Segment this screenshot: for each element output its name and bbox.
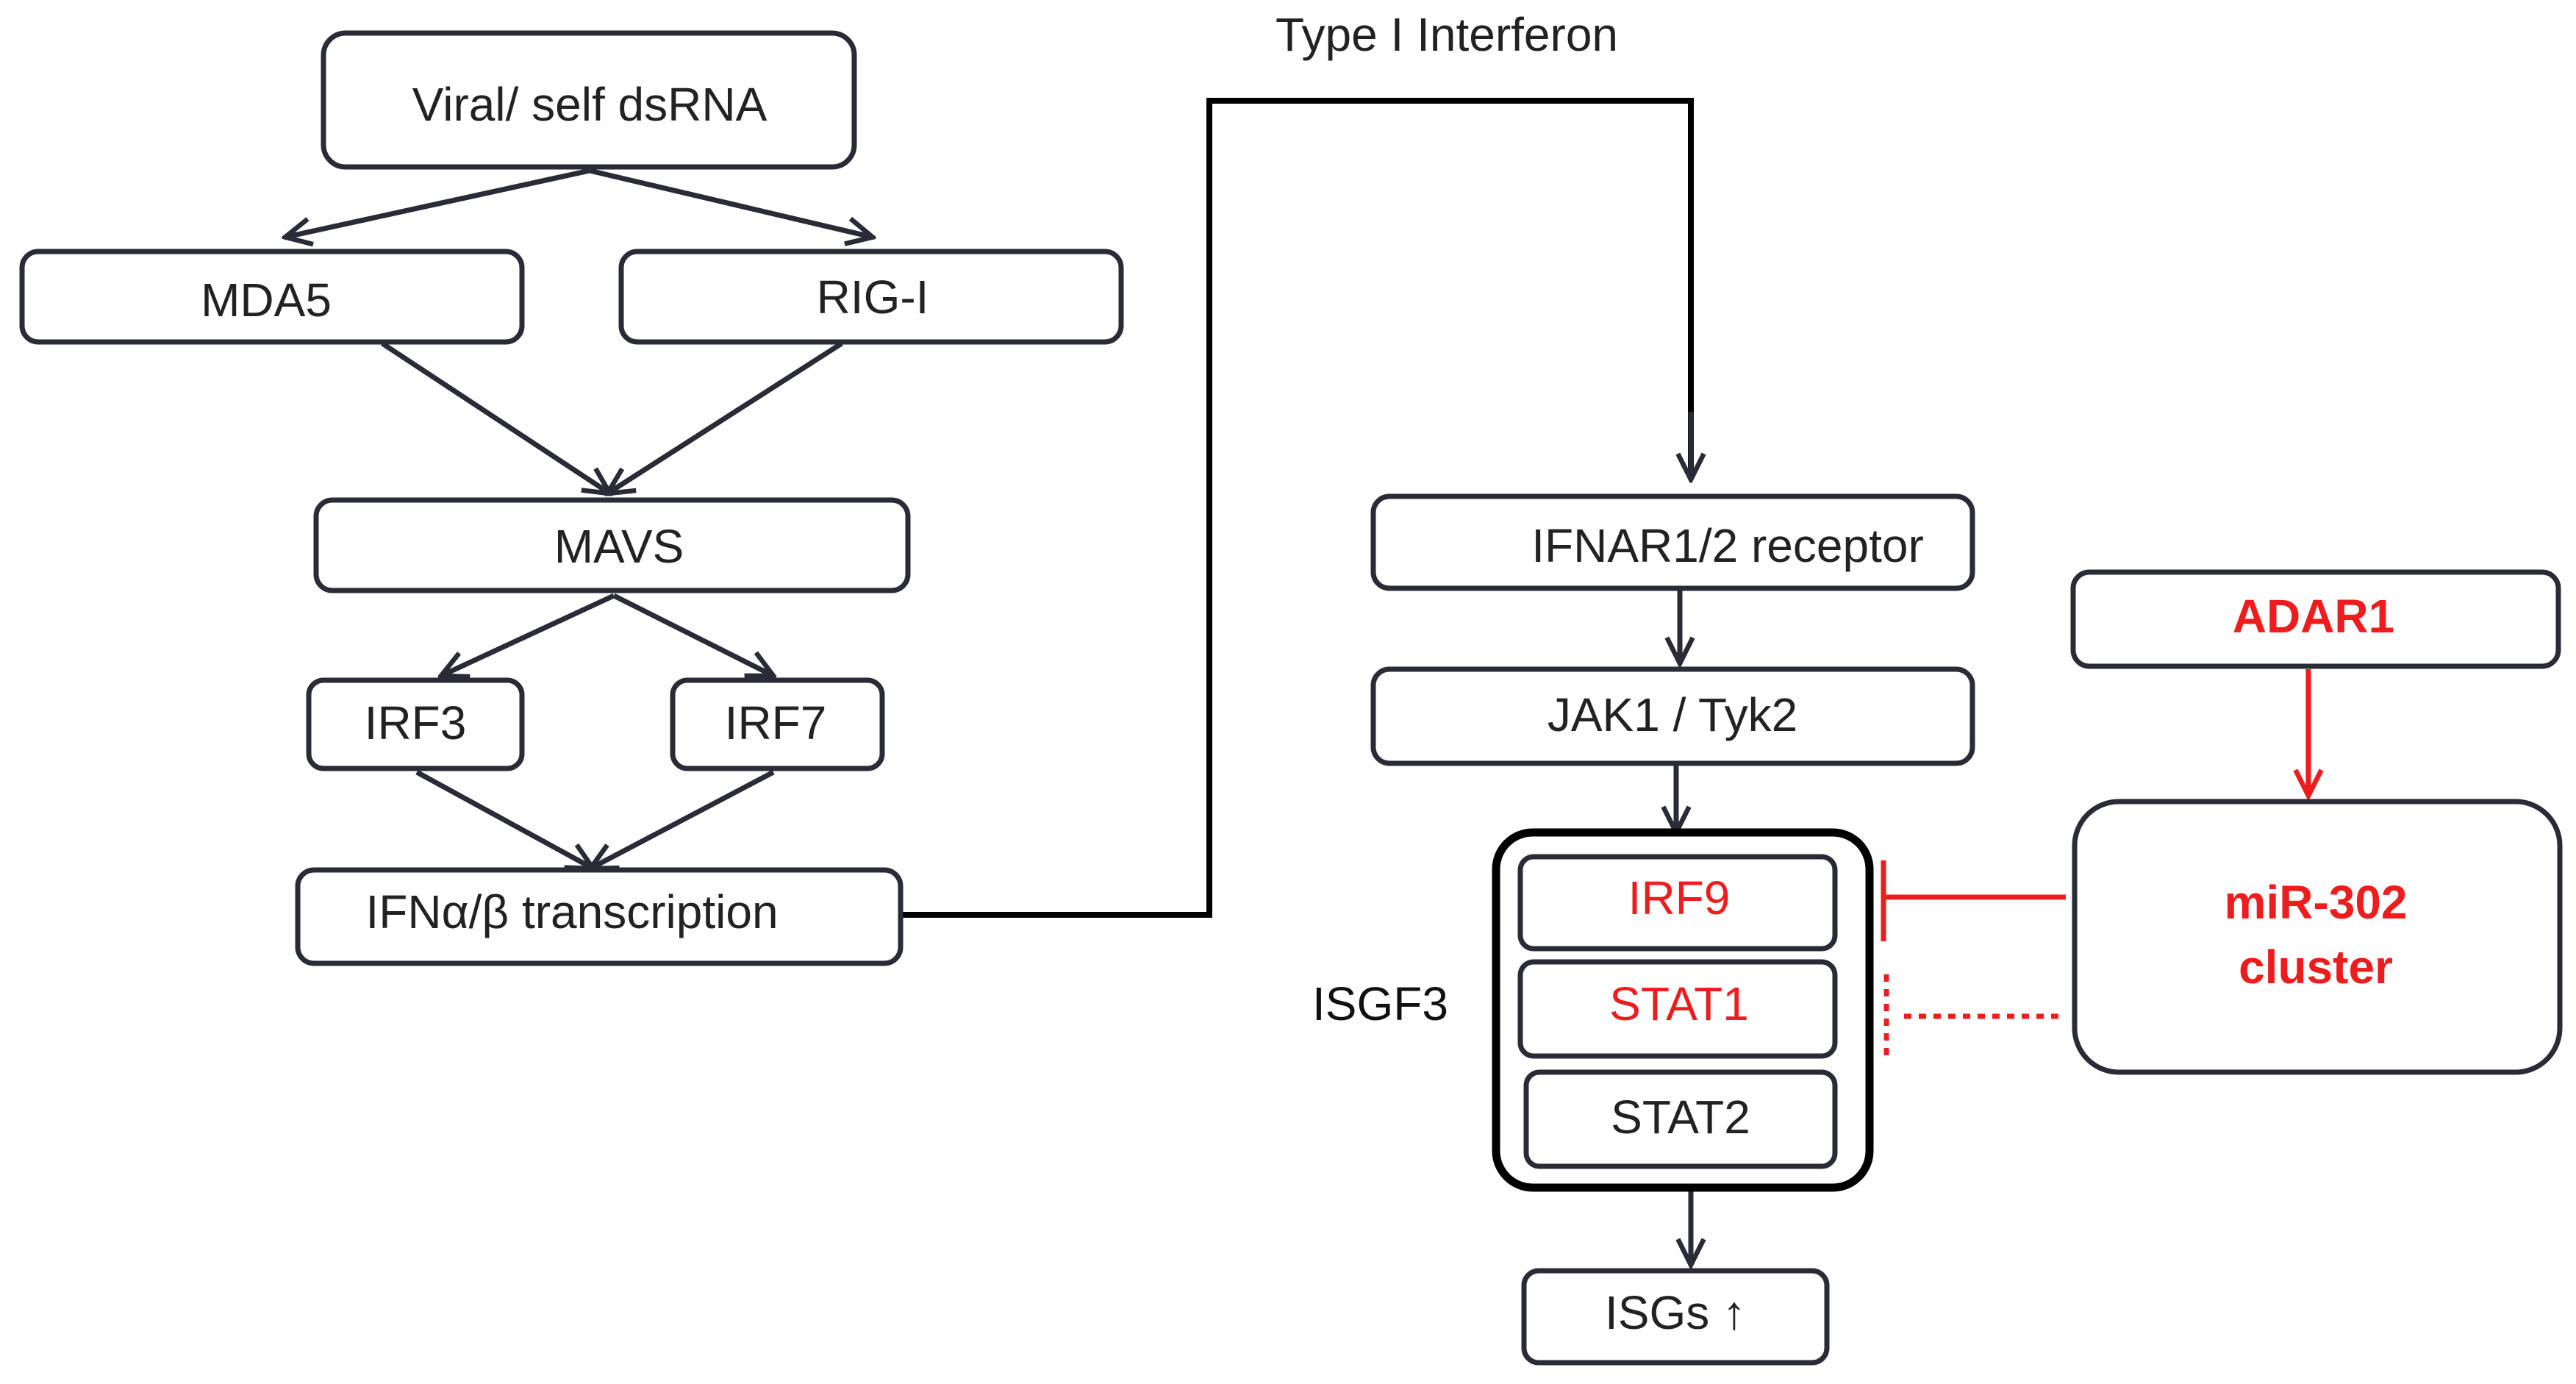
edges-left (287, 168, 871, 868)
edge-irf7-to-ifn (592, 769, 775, 868)
label-stat2: STAT2 (1611, 1091, 1750, 1144)
edge-ifn-to-ifnar (903, 98, 1694, 918)
label-ifn-transcription: IFNα/β transcription (365, 885, 778, 938)
label-irf3: IRF3 (365, 696, 467, 749)
label-isgs: ISGs ↑ (1605, 1286, 1746, 1339)
node-rig-i: RIG-I (618, 249, 1124, 345)
node-stat1 (1517, 959, 1838, 1059)
edge-rigi-to-mavs (609, 341, 843, 493)
edge-mda5-to-mavs (381, 341, 609, 493)
edge-mavs-to-irf3 (443, 593, 615, 675)
label-mir302-line2: cluster (2239, 941, 2393, 994)
node-isgs: ISGs ↑ (1521, 1268, 1830, 1366)
edges-regulation (1881, 669, 2308, 1055)
node-jak-tyk: JAK1 / Tyk2 (1370, 666, 1975, 766)
label-ifnar: IFNAR1/2 receptor (1531, 519, 1924, 572)
node-mir302-cluster: miR-302 cluster (2072, 799, 2563, 1075)
edge-mavs-to-irf7 (612, 593, 772, 675)
label-mda5: MDA5 (201, 274, 332, 327)
label-type1-interferon: Type I Interferon (1276, 8, 1618, 61)
label-rig-i: RIG-I (817, 271, 929, 324)
label-jak-tyk: JAK1 / Tyk2 (1548, 688, 1797, 741)
edge-dsrna-to-rigi (589, 168, 871, 237)
node-isgf3-complex: IRF9 STAT1 STAT2 (1492, 828, 1874, 1192)
label-viral-dsrna: Viral/ self dsRNA (412, 78, 768, 131)
node-irf7: IRF7 (670, 677, 885, 771)
node-ifn-transcription: IFNα/β transcription (295, 867, 904, 966)
label-adar1: ADAR1 (2233, 590, 2394, 643)
label-irf9: IRF9 (1628, 871, 1731, 924)
label-stat1: STAT1 (1609, 977, 1749, 1030)
node-adar1: ADAR1 (2070, 569, 2561, 669)
node-mda5: MDA5 (19, 249, 525, 345)
node-mavs: MAVS (313, 497, 911, 593)
edges-right (1676, 588, 1691, 1263)
label-isgf3: ISGF3 (1312, 977, 1448, 1030)
label-mir302-line1: miR-302 (2225, 876, 2408, 929)
edge-irf3-to-ifn (415, 769, 592, 868)
node-ifnar: IFNAR1/2 receptor (1370, 493, 1975, 591)
edge-dsrna-to-mda5 (287, 168, 590, 237)
label-irf7: IRF7 (725, 696, 827, 749)
label-mavs: MAVS (554, 520, 684, 573)
node-viral-dsrna: Viral/ self dsRNA (321, 30, 857, 170)
node-irf9 (1517, 854, 1838, 952)
node-stat2 (1523, 1069, 1838, 1169)
node-irf3: IRF3 (306, 677, 525, 771)
